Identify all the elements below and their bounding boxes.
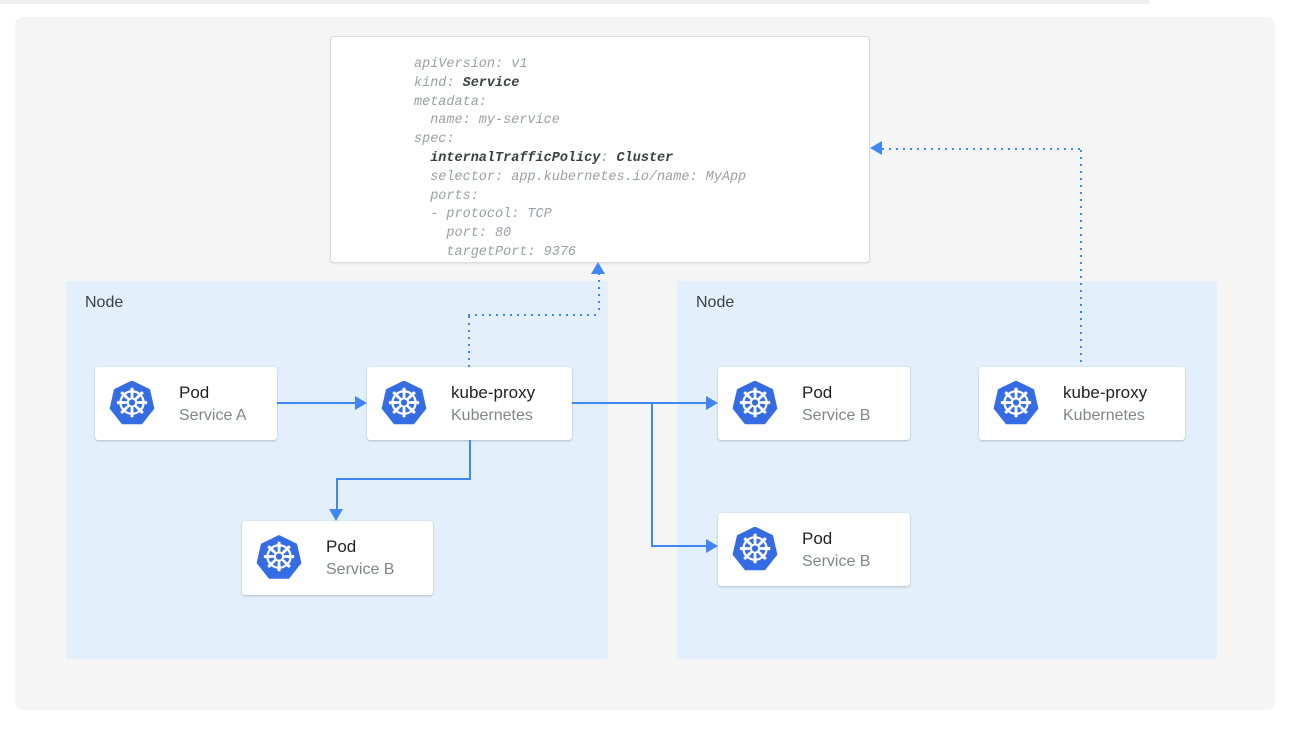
yaml-line: - protocol: TCP bbox=[414, 206, 746, 225]
card-kube-proxy-left: ☸ kube-proxy Kubernetes bbox=[367, 367, 572, 440]
yaml-segment: ports: bbox=[414, 188, 479, 204]
arrow-kube-proxy-to-left-pod-b-vertical2 bbox=[336, 480, 338, 510]
yaml-segment: : bbox=[600, 150, 617, 166]
yaml-segment: internalTrafficPolicy bbox=[430, 150, 601, 166]
node-box-left: Node bbox=[66, 281, 608, 659]
arrow-kube-proxy-to-right-pod-top-line bbox=[572, 402, 706, 404]
arrow-branch-to-right-pod-bottom-line bbox=[651, 545, 706, 547]
dotted-right-kube-proxy-to-yaml-horizontal bbox=[882, 148, 1082, 150]
yaml-line: name: my-service bbox=[414, 112, 746, 131]
arrow-kube-proxy-to-left-pod-b-head bbox=[329, 509, 343, 521]
dotted-left-kube-proxy-to-yaml-vertical2 bbox=[598, 273, 600, 314]
card-title: Pod bbox=[802, 382, 833, 402]
yaml-segment: selector: app.kubernetes.io/name: MyApp bbox=[414, 169, 747, 185]
yaml-line: internalTrafficPolicy: Cluster bbox=[414, 150, 746, 169]
card-title: Pod bbox=[179, 382, 210, 402]
arrow-kube-proxy-to-right-pod-top-head bbox=[706, 396, 718, 410]
yaml-line: apiVersion: v1 bbox=[414, 56, 746, 75]
dotted-left-kube-proxy-to-yaml-horizontal bbox=[468, 314, 600, 316]
dotted-left-kube-proxy-to-yaml-head bbox=[591, 262, 605, 274]
card-pod-service-a: ☸ Pod Service A bbox=[95, 367, 277, 440]
arrow-pod-a-to-kube-proxy-line bbox=[277, 402, 357, 404]
yaml-line: ports: bbox=[414, 188, 746, 207]
yaml-segment: metadata: bbox=[414, 94, 487, 110]
top-accent-bar bbox=[0, 0, 1150, 4]
kubernetes-icon: ☸ bbox=[732, 526, 778, 573]
kubernetes-icon: ☸ bbox=[732, 380, 778, 427]
yaml-segment bbox=[414, 151, 430, 166]
kubernetes-wheel-glyph: ☸ bbox=[261, 535, 297, 581]
arrow-branch-to-right-pod-bottom-vertical bbox=[651, 402, 653, 546]
arrow-kube-proxy-to-left-pod-b-vertical1 bbox=[469, 440, 471, 480]
yaml-segment: name: my-service bbox=[414, 113, 560, 129]
card-pod-service-b-right-top: ☸ Pod Service B bbox=[718, 367, 910, 440]
node-label: Node bbox=[85, 294, 124, 311]
yaml-segment: Cluster bbox=[616, 150, 674, 166]
card-pod-service-b-left: ☸ Pod Service B bbox=[242, 521, 433, 595]
yaml-segment: targetPort: 9376 bbox=[414, 244, 577, 260]
node-label: Node bbox=[696, 294, 735, 311]
yaml-segment: spec: bbox=[414, 132, 455, 148]
kubernetes-wheel-glyph: ☸ bbox=[737, 526, 773, 573]
kubernetes-icon: ☸ bbox=[109, 380, 155, 427]
kubernetes-wheel-glyph: ☸ bbox=[998, 380, 1034, 427]
yaml-segment: port: 80 bbox=[414, 226, 512, 242]
yaml-line: metadata: bbox=[414, 94, 746, 113]
yaml-line: port: 80 bbox=[414, 225, 746, 244]
yaml-line: targetPort: 9376 bbox=[414, 244, 746, 263]
yaml-segment: Service bbox=[462, 75, 520, 91]
kubernetes-icon: ☸ bbox=[256, 535, 302, 581]
kubernetes-wheel-glyph: ☸ bbox=[386, 380, 422, 427]
yaml-segment: kind: bbox=[414, 75, 463, 91]
node-box-right: Node bbox=[677, 281, 1217, 659]
dotted-right-kube-proxy-to-yaml-head bbox=[870, 141, 882, 155]
card-title: Pod bbox=[326, 537, 357, 556]
yaml-segment: - protocol: TCP bbox=[414, 207, 552, 223]
card-kube-proxy-right: ☸ kube-proxy Kubernetes bbox=[979, 367, 1185, 440]
card-subtitle: Service A bbox=[179, 406, 247, 424]
card-title: Pod bbox=[802, 528, 833, 548]
yaml-segment: apiVersion: v1 bbox=[414, 57, 528, 72]
card-subtitle: Service B bbox=[802, 552, 871, 570]
yaml-line: selector: app.kubernetes.io/name: MyApp bbox=[414, 169, 746, 188]
dotted-left-kube-proxy-to-yaml-vertical1 bbox=[468, 316, 470, 367]
kubernetes-icon: ☸ bbox=[381, 380, 427, 427]
card-subtitle: Kubernetes bbox=[451, 406, 533, 424]
card-title: kube-proxy bbox=[451, 382, 536, 402]
kubernetes-icon: ☸ bbox=[993, 380, 1039, 427]
arrow-kube-proxy-to-left-pod-b-line bbox=[336, 478, 471, 480]
dotted-right-kube-proxy-to-yaml-vertical bbox=[1080, 150, 1082, 367]
card-pod-service-b-right-bottom: ☸ Pod Service B bbox=[718, 513, 910, 586]
card-subtitle: Kubernetes bbox=[1063, 406, 1145, 424]
kubernetes-wheel-glyph: ☸ bbox=[737, 380, 773, 427]
yaml-line: kind: Service bbox=[414, 75, 746, 94]
kubernetes-wheel-glyph: ☸ bbox=[114, 380, 150, 427]
arrow-pod-a-to-kube-proxy-head bbox=[355, 396, 367, 410]
card-subtitle: Service B bbox=[802, 406, 871, 424]
card-title: kube-proxy bbox=[1063, 382, 1148, 402]
card-subtitle: Service B bbox=[326, 561, 395, 578]
arrow-branch-to-right-pod-bottom-head bbox=[706, 539, 718, 553]
yaml-line: spec: bbox=[414, 131, 746, 150]
